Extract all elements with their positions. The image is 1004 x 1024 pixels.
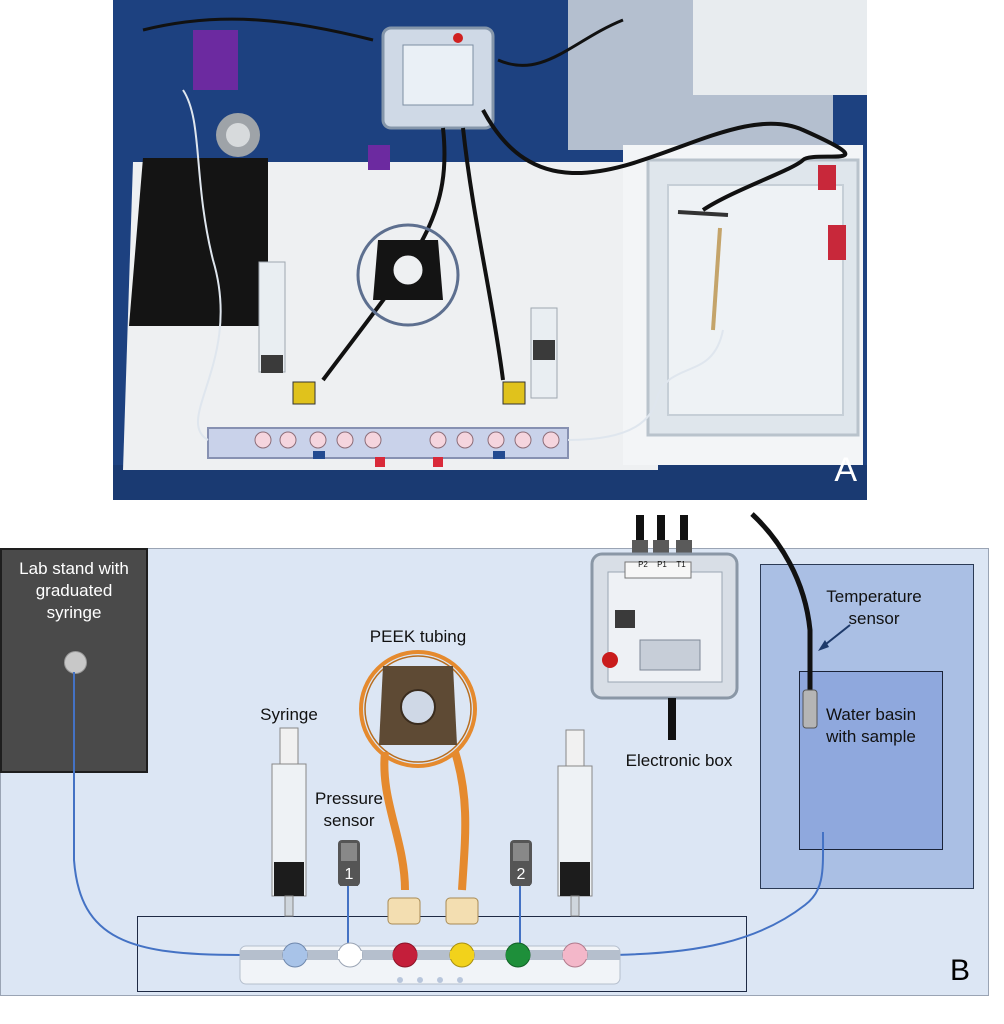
valve-yellow-icon: [449, 942, 475, 968]
electronic-box-label: Electronic box: [625, 751, 733, 770]
water-basin: [799, 671, 943, 850]
lab-stand-label: Lab stand with graduated syringe: [19, 559, 129, 622]
syringe-label: Syringe: [260, 705, 318, 724]
panel-label-b: B: [950, 954, 971, 987]
peek-tubing-label: PEEK tubing: [369, 627, 467, 646]
box-connector-p2: P2: [638, 560, 648, 569]
syringe-right-icon: [557, 729, 593, 917]
valve-blue-icon: [282, 942, 308, 968]
valve-green-icon: [505, 942, 531, 968]
temperature-sensor-cable: [750, 512, 813, 700]
syringe-left-icon: [271, 727, 307, 917]
tubing-right: [599, 831, 825, 956]
valve-white-icon: [337, 942, 363, 968]
temperature-probe-icon: [802, 689, 818, 729]
tubing-left: [73, 672, 241, 956]
electronic-box-icon: [590, 515, 739, 740]
panel-a-photo: A: [113, 0, 867, 500]
water-basin-label: Water basin with sample: [825, 705, 917, 746]
pressure-sensor-label: Pressure sensor: [314, 789, 384, 830]
pressure-sensor-2-number: 2: [512, 864, 530, 886]
box-connector-p1: P1: [657, 560, 667, 569]
peek-tubing-icon: [359, 650, 479, 925]
setup-photo-illustration: [113, 0, 867, 500]
valve-red-icon: [392, 942, 418, 968]
panel-label-a: A: [834, 451, 857, 489]
manifold-frame: [137, 916, 747, 992]
graduated-syringe-port-icon: [64, 651, 87, 674]
valve-pink-icon: [562, 942, 588, 968]
box-connector-t1: T1: [676, 560, 686, 569]
temperature-sensor-label: Temperature sensor: [826, 587, 922, 628]
pressure-sensor-1-number: 1: [340, 864, 358, 886]
